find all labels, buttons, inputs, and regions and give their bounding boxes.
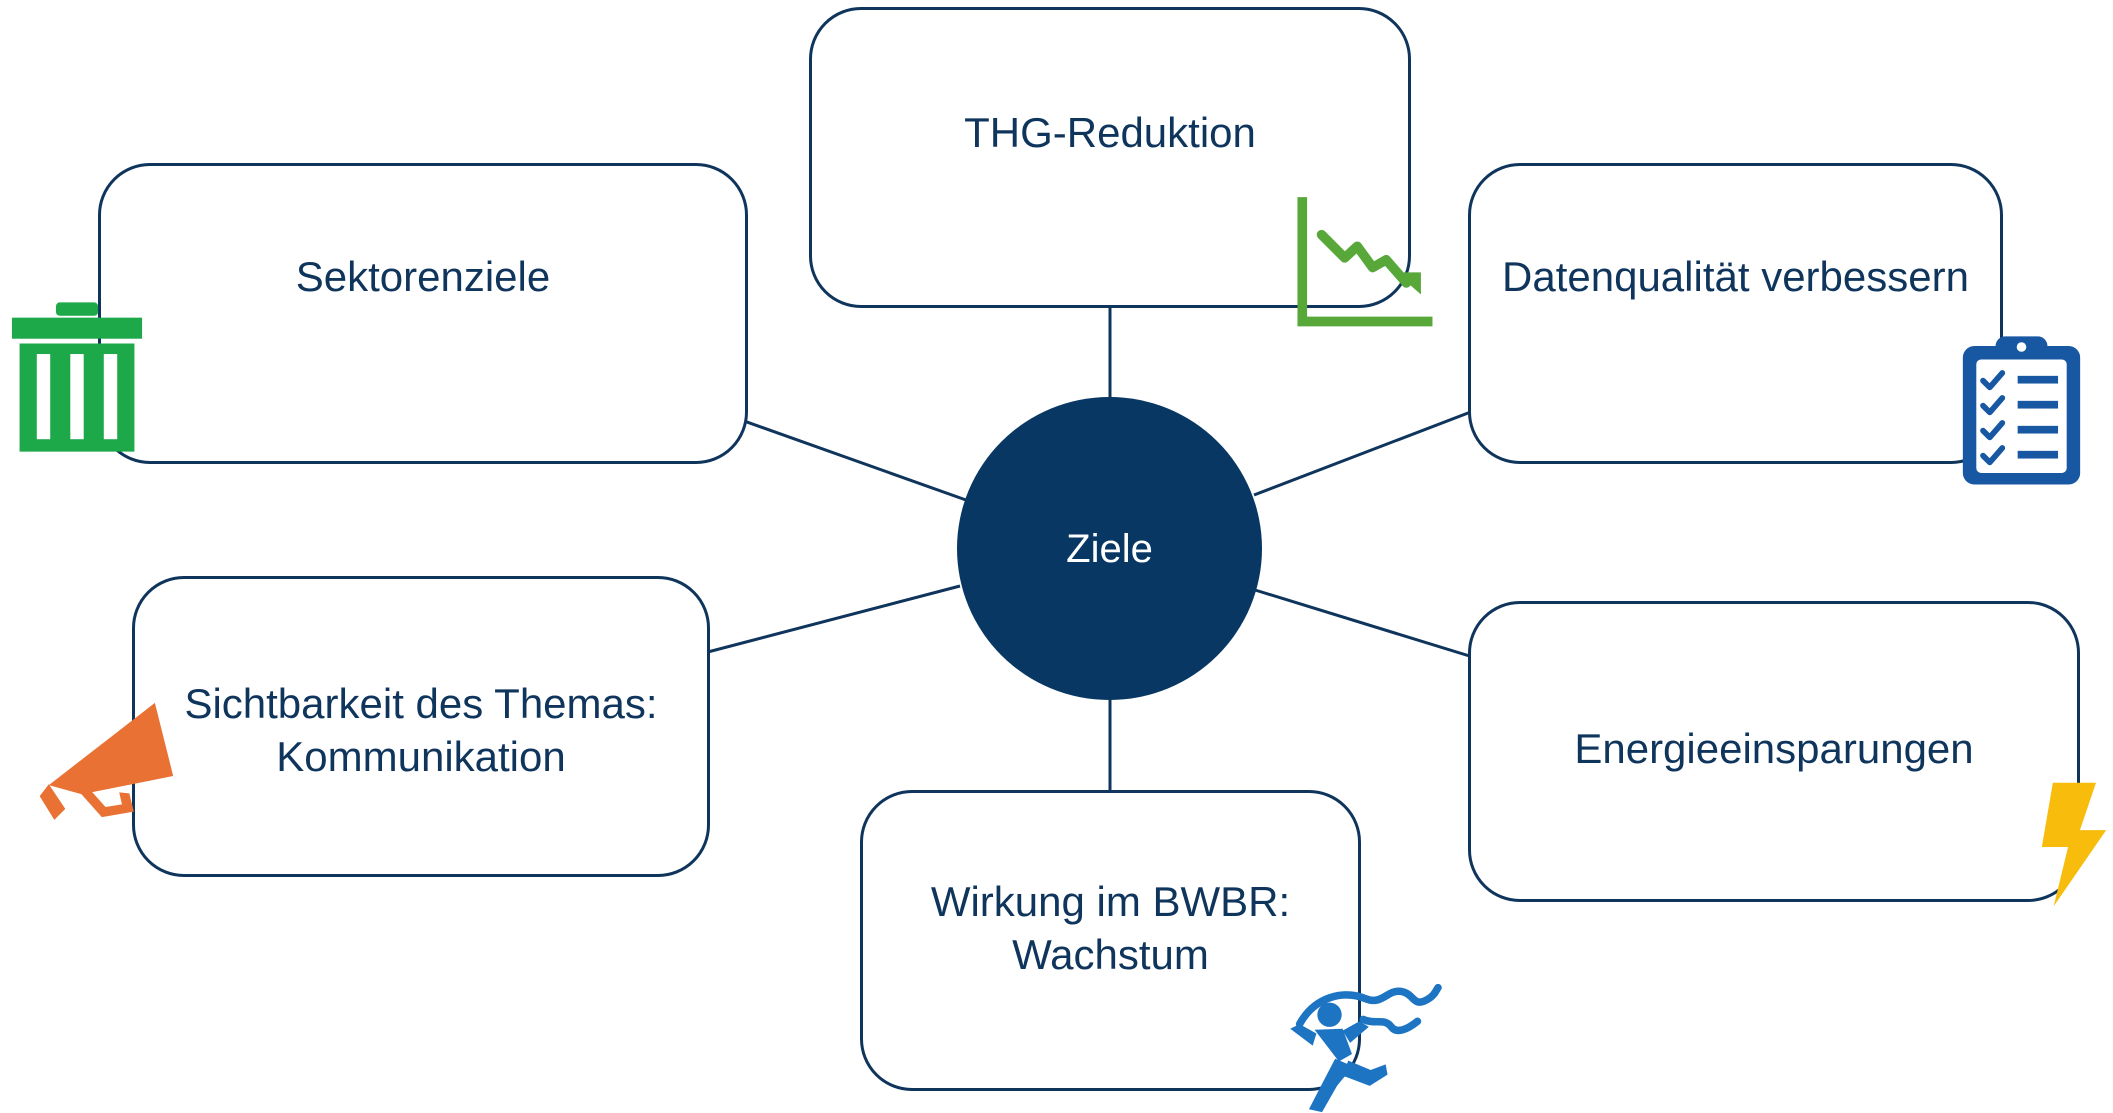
goal-label-sektorenziele: Sektorenziele xyxy=(295,253,551,301)
connector-sichtbarkeit xyxy=(680,584,961,661)
goal-label-sichtbarkeit: Sichtbarkeit des Themas: Kommunikation xyxy=(184,680,658,780)
megaphone-icon xyxy=(39,702,174,820)
decline-chart-icon xyxy=(1297,197,1433,327)
goal-label-datenqualitaet: Datenqualität verbessern xyxy=(1502,253,1969,301)
goal-label-wirkung: Wirkung im BWBR: Wachstum xyxy=(930,878,1291,978)
goal-box-thg-reduktion: THG-Reduktion xyxy=(809,7,1411,308)
goal-box-wirkung: Wirkung im BWBR: Wachstum xyxy=(860,790,1361,1091)
ribbon-dancer-icon xyxy=(1290,983,1442,1113)
center-node: Ziele xyxy=(957,397,1262,700)
goal-label-thg-reduktion: THG-Reduktion xyxy=(964,109,1256,157)
goal-label-energieeinsparungen: Energieeinsparungen xyxy=(1574,725,1974,773)
goal-box-datenqualitaet: Datenqualität verbessern xyxy=(1468,163,2003,464)
goal-box-sektorenziele: Sektorenziele xyxy=(98,163,748,464)
goal-box-sichtbarkeit: Sichtbarkeit des Themas: Kommunikation xyxy=(132,576,710,877)
trash-can-icon xyxy=(11,302,143,452)
lightning-bolt-icon xyxy=(2041,782,2107,907)
goal-box-energieeinsparungen: Energieeinsparungen xyxy=(1468,601,2080,902)
center-label: Ziele xyxy=(1066,526,1153,571)
checklist-clipboard-icon xyxy=(1962,336,2081,485)
